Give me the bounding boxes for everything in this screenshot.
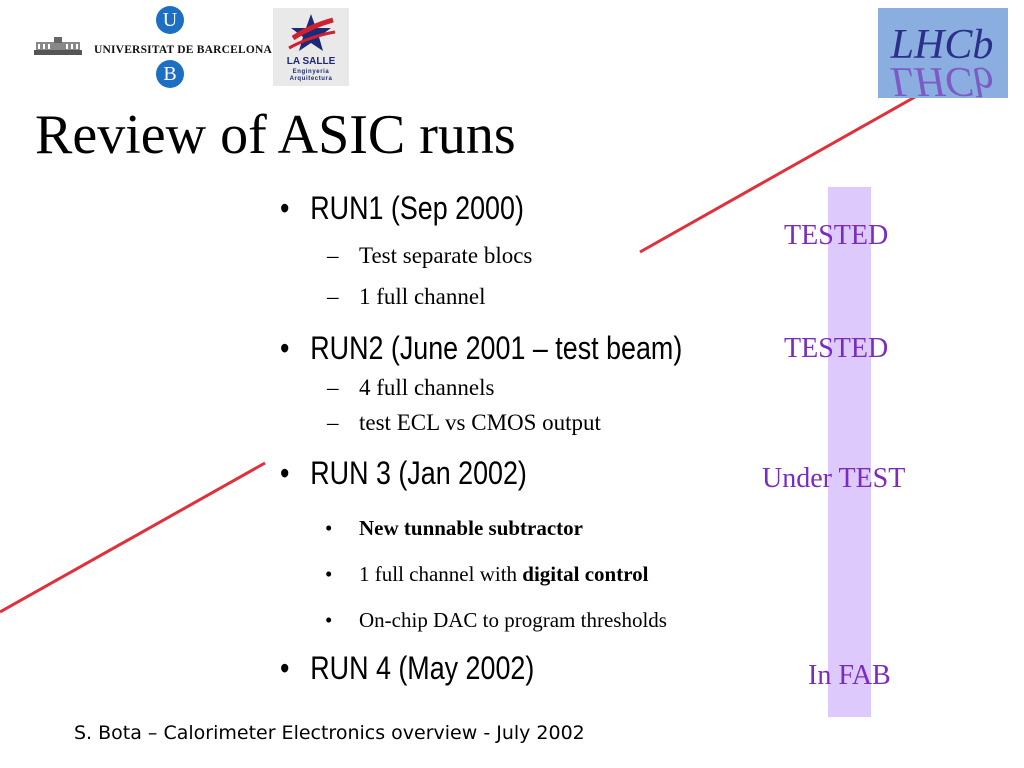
bullet-icon: • — [280, 650, 290, 686]
ub-letter-b: B — [156, 60, 184, 88]
dash-icon: – — [327, 284, 339, 309]
dash-icon: – — [327, 410, 339, 435]
run4-label: RUN 4 (May 2002) — [310, 650, 535, 686]
run3-status: Under TEST — [762, 463, 906, 494]
run3-item-2: •1 full channel with digital control — [325, 562, 649, 586]
building-icon — [34, 37, 82, 55]
la-salle-sub1: Enginyeria — [292, 69, 330, 75]
lhcb-logo-reflection: LHCb — [890, 58, 994, 98]
university-barcelona-logo: UNIVERSITAT DE BARCELONA U B — [30, 6, 272, 92]
university-name: UNIVERSITAT DE BARCELONA — [94, 44, 272, 56]
ub-letter-u: U — [156, 6, 184, 34]
bullet-icon: • — [280, 190, 290, 226]
accent-line-bottom — [0, 461, 266, 614]
dash-icon: – — [327, 243, 339, 268]
run1-status: TESTED — [784, 220, 889, 251]
run2-label: RUN2 (June 2001 – test beam) — [310, 330, 683, 366]
footer-text: S. Bota – Calorimeter Electronics overvi… — [74, 722, 585, 744]
run4-bullet: • RUN 4 (May 2002) — [280, 650, 534, 687]
run3-item-1: •New tunnable subtractor — [325, 516, 583, 540]
accent-line-top — [639, 91, 923, 254]
run1-item-1: –Test separate blocs — [327, 243, 533, 268]
bullet-icon: • — [280, 330, 290, 366]
run2-item-2: –test ECL vs CMOS output — [327, 410, 601, 435]
page-title: Review of ASIC runs — [35, 104, 516, 166]
dash-icon: – — [327, 375, 339, 400]
run4-status: In FAB — [808, 660, 891, 691]
la-salle-sub2: Arquitectura — [289, 76, 333, 82]
lhcb-logo-text: LHCb — [890, 22, 994, 68]
run1-bullet: • RUN1 (Sep 2000) — [280, 190, 524, 227]
bullet-icon: • — [325, 516, 333, 540]
run2-bullet: • RUN2 (June 2001 – test beam) — [280, 330, 682, 367]
run3-label: RUN 3 (Jan 2002) — [310, 455, 527, 491]
la-salle-logo: LA SALLE Enginyeria Arquitectura — [273, 8, 349, 86]
run2-status: TESTED — [784, 333, 889, 364]
star-icon — [288, 14, 336, 51]
bullet-icon: • — [280, 455, 290, 491]
status-bar — [828, 187, 871, 717]
bullet-icon: • — [325, 562, 333, 586]
lhcb-logo: LHCb LHCb — [878, 8, 1008, 98]
run3-bullet: • RUN 3 (Jan 2002) — [280, 455, 527, 492]
bullet-icon: • — [325, 608, 333, 632]
lhcb-logo-mark: LHCb LHCb — [890, 22, 994, 98]
run1-label: RUN1 (Sep 2000) — [310, 190, 524, 226]
run3-item-3: •On-chip DAC to program thresholds — [325, 608, 667, 632]
run2-item-1: –4 full channels — [327, 375, 495, 400]
la-salle-title: LA SALLE — [286, 56, 336, 67]
run1-item-2: –1 full channel — [327, 284, 486, 309]
